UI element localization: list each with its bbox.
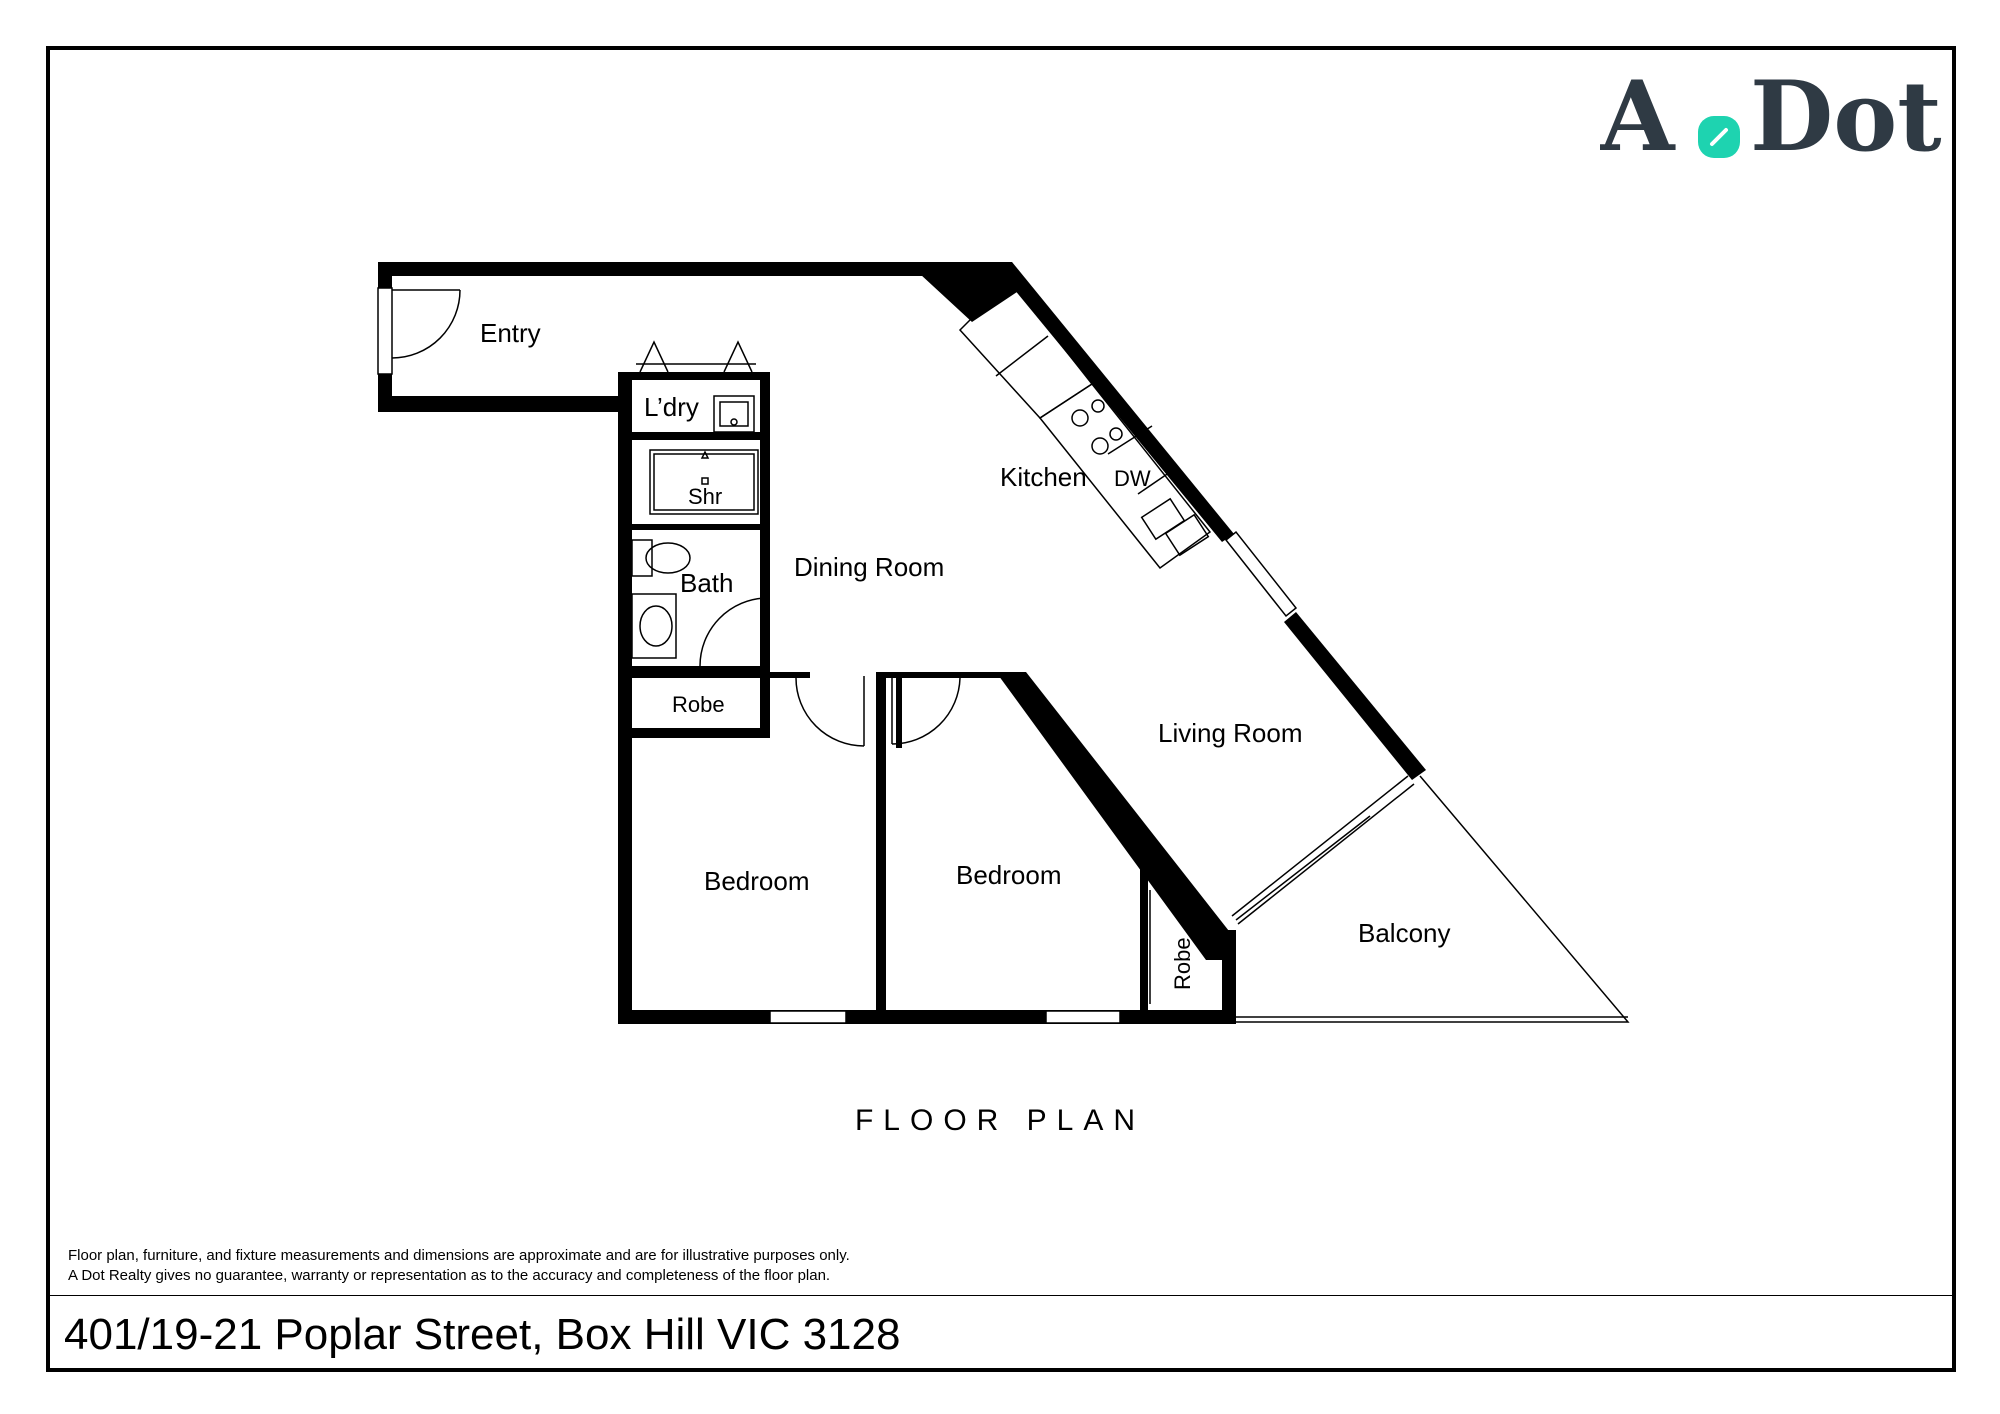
room-label-entry: Entry: [480, 318, 541, 348]
a-dot-logo: A Dot: [1600, 62, 1942, 172]
toilet: [631, 539, 691, 577]
room-label-shower: Shr: [688, 484, 722, 509]
logo-word-dot: Dot: [1750, 62, 1942, 172]
shower-tray: [649, 449, 759, 515]
basin: [631, 593, 677, 659]
disclaimer-line-2: A Dot Realty gives no guarantee, warrant…: [68, 1267, 831, 1284]
room-label-laundry: L’dry: [644, 392, 699, 422]
leaf-icon: [1698, 116, 1740, 158]
robe-sliding-doors: [642, 731, 1151, 1004]
room-label-robe-right: Robe: [1170, 937, 1195, 990]
disclaimer: Floor plan, furniture, and fixture measu…: [68, 1246, 850, 1286]
logo-letter-a: A: [1600, 62, 1676, 172]
property-address: 401/19-21 Poplar Street, Box Hill VIC 31…: [64, 1310, 901, 1359]
room-label-living: Living Room: [1158, 718, 1303, 748]
address-divider: [50, 1295, 1952, 1296]
bathroom-door: [699, 597, 767, 667]
kitchen-bench: [958, 278, 1212, 570]
room-label-bedroom-2: Bedroom: [956, 860, 1062, 890]
laundry-doors: [636, 340, 756, 373]
walls: [378, 262, 1426, 1024]
room-label-bath: Bath: [680, 568, 734, 598]
page-border: [46, 46, 1956, 1372]
cooktop-burner: [1071, 409, 1089, 427]
laundry-tub: [713, 395, 755, 433]
bedroom-2-door: [891, 676, 961, 745]
room-label-bedroom-1: Bedroom: [704, 866, 810, 896]
room-label-dining: Dining Room: [794, 552, 944, 582]
windows: [769, 530, 1298, 1024]
bedroom-1-door: [795, 676, 865, 747]
room-label-kitchen: Kitchen: [1000, 462, 1087, 492]
floor-plan-title: FLOOR PLAN: [854, 1104, 1146, 1137]
label-dishwasher: DW: [1114, 466, 1151, 491]
disclaimer-line-1: Floor plan, furniture, and fixture measu…: [68, 1247, 850, 1264]
entry-door: [377, 287, 461, 375]
room-label-robe-left: Robe: [672, 692, 725, 717]
balcony-outline: [1231, 775, 1630, 1023]
room-label-balcony: Balcony: [1358, 918, 1451, 948]
